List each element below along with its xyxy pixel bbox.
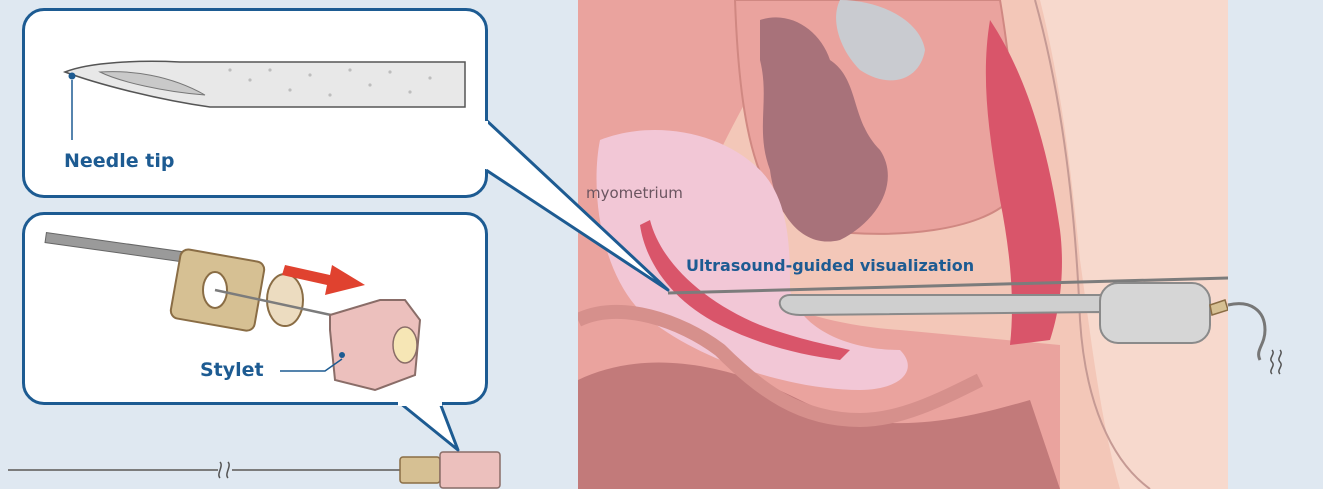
ultrasound-label: Ultrasound-guided visualization [686,256,974,275]
callout-pointer-2 [400,403,458,450]
needle-tip-label: Needle tip [64,150,174,172]
pointer-mask-1 [480,121,488,169]
callout-pointer-1 [486,120,668,290]
pointer-mask-2 [398,399,442,406]
needle-tip-drawing [65,61,465,140]
myometrium-label: myometrium [586,184,683,202]
stylet-label: Stylet [200,359,264,381]
full-needle-drawing [8,452,500,488]
